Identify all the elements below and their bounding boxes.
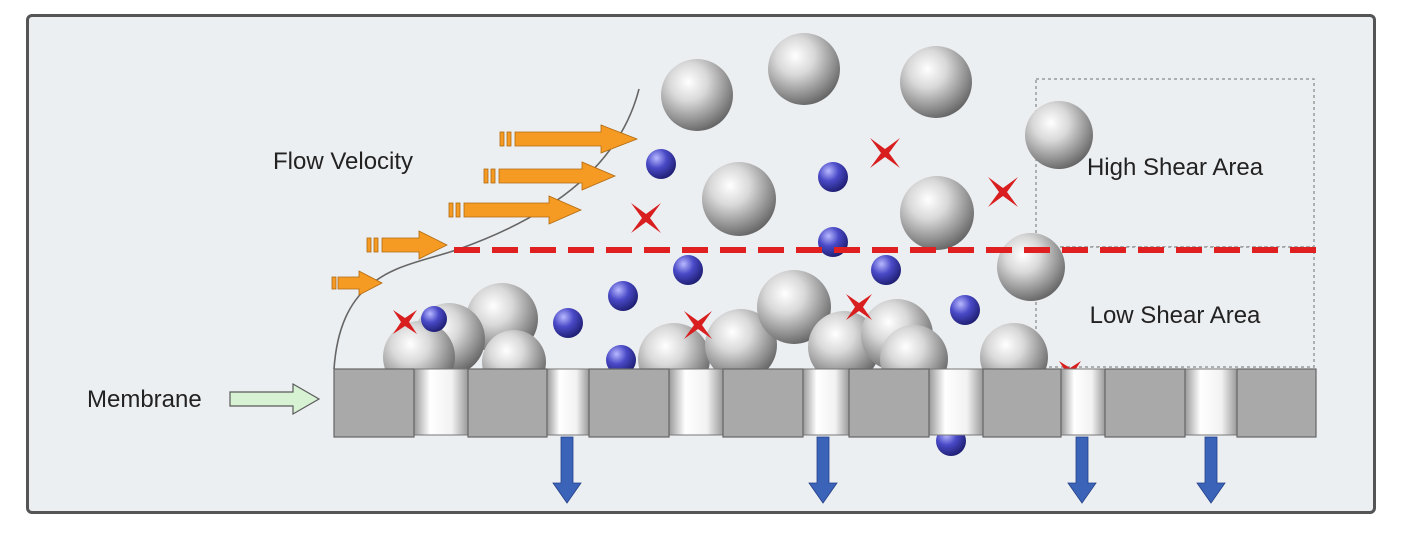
- red-cross-icon: [988, 177, 1018, 207]
- membrane-pore: [1184, 368, 1238, 436]
- grey-sphere-icon: [661, 59, 733, 131]
- red-cross-icon: [870, 138, 900, 168]
- flow-arrow-icon: [448, 195, 582, 225]
- membrane-block: [1104, 368, 1186, 438]
- high-shear-label: High Shear Area: [1087, 154, 1264, 181]
- low-shear-box: [1035, 246, 1315, 368]
- low-shear-label: Low Shear Area: [1090, 302, 1261, 329]
- red-cross-icon: [631, 203, 661, 233]
- membrane-block: [722, 368, 804, 438]
- blue-sphere-icon: [871, 255, 901, 285]
- down-arrow-icon: [808, 436, 838, 504]
- membrane-block: [333, 368, 415, 438]
- grey-sphere-icon: [900, 176, 974, 250]
- high-shear-box: [1035, 78, 1315, 248]
- membrane-label: Membrane: [87, 386, 202, 413]
- grey-sphere-icon: [900, 46, 972, 118]
- membrane-pointer-arrow: [229, 382, 321, 416]
- flow-arrow-icon: [331, 270, 383, 296]
- diagram-frame: Flow Velocity Membrane High Shear Area L…: [26, 14, 1376, 514]
- membrane-pore: [1060, 368, 1106, 436]
- grey-sphere-icon: [997, 233, 1065, 301]
- grey-sphere-icon: [1025, 101, 1093, 169]
- flow-velocity-label: Flow Velocity: [273, 148, 413, 175]
- membrane-block: [1236, 368, 1317, 438]
- membrane-block: [982, 368, 1062, 438]
- red-cross-icon: [393, 310, 417, 334]
- membrane: [333, 368, 1317, 438]
- flow-arrow-icon: [366, 230, 448, 260]
- flow-arrow-icon: [499, 124, 639, 154]
- blue-sphere-icon: [608, 281, 638, 311]
- down-arrow-icon: [1067, 436, 1097, 504]
- blue-sphere-icon: [818, 162, 848, 192]
- flow-arrow-icon: [483, 161, 617, 191]
- membrane-block: [588, 368, 670, 438]
- flow-arrows: [331, 124, 639, 296]
- blue-sphere-icon: [950, 295, 980, 325]
- blue-sphere-icon: [553, 308, 583, 338]
- membrane-block: [848, 368, 930, 438]
- grey-sphere-icon: [757, 270, 831, 344]
- down-arrow-icon: [1196, 436, 1226, 504]
- cross-markers: [393, 138, 1081, 383]
- permeate-arrows: [552, 436, 1226, 504]
- membrane-block: [467, 368, 548, 438]
- membrane-filtration-diagram: Flow Velocity Membrane High Shear Area L…: [87, 33, 1319, 504]
- membrane-pore: [928, 368, 984, 436]
- membrane-pore: [802, 368, 850, 436]
- grey-sphere-icon: [768, 33, 840, 105]
- down-arrow-icon: [552, 436, 582, 504]
- red-cross-icon: [684, 311, 712, 339]
- blue-sphere-icon: [673, 255, 703, 285]
- grey-sphere-icon: [705, 309, 777, 381]
- blue-sphere-icon: [421, 306, 447, 332]
- membrane-pore: [546, 368, 590, 436]
- blue-sphere-icon: [646, 149, 676, 179]
- membrane-pore: [668, 368, 724, 436]
- blue-sphere-icon: [606, 345, 636, 375]
- red-cross-icon: [846, 294, 872, 320]
- membrane-pore: [413, 368, 469, 436]
- grey-sphere-icon: [702, 162, 776, 236]
